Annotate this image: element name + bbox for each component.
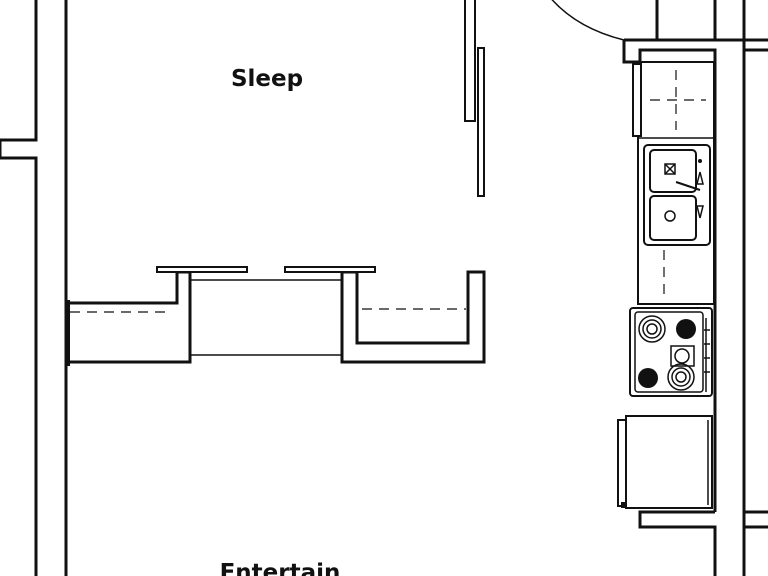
swing-door[interactable]	[548, 0, 625, 41]
closet-rod-left	[156, 266, 248, 273]
sliding-door[interactable]	[464, 0, 485, 197]
closet-partition	[66, 266, 486, 366]
refrigerator[interactable]	[617, 415, 713, 509]
left-exterior-wall	[0, 0, 68, 576]
room-label-entertain: Entertain	[220, 560, 341, 576]
double-sink[interactable]	[643, 144, 711, 246]
room-label-sleep: Sleep	[231, 66, 303, 92]
stove[interactable]	[629, 307, 713, 397]
closet-rod-right	[284, 266, 376, 273]
